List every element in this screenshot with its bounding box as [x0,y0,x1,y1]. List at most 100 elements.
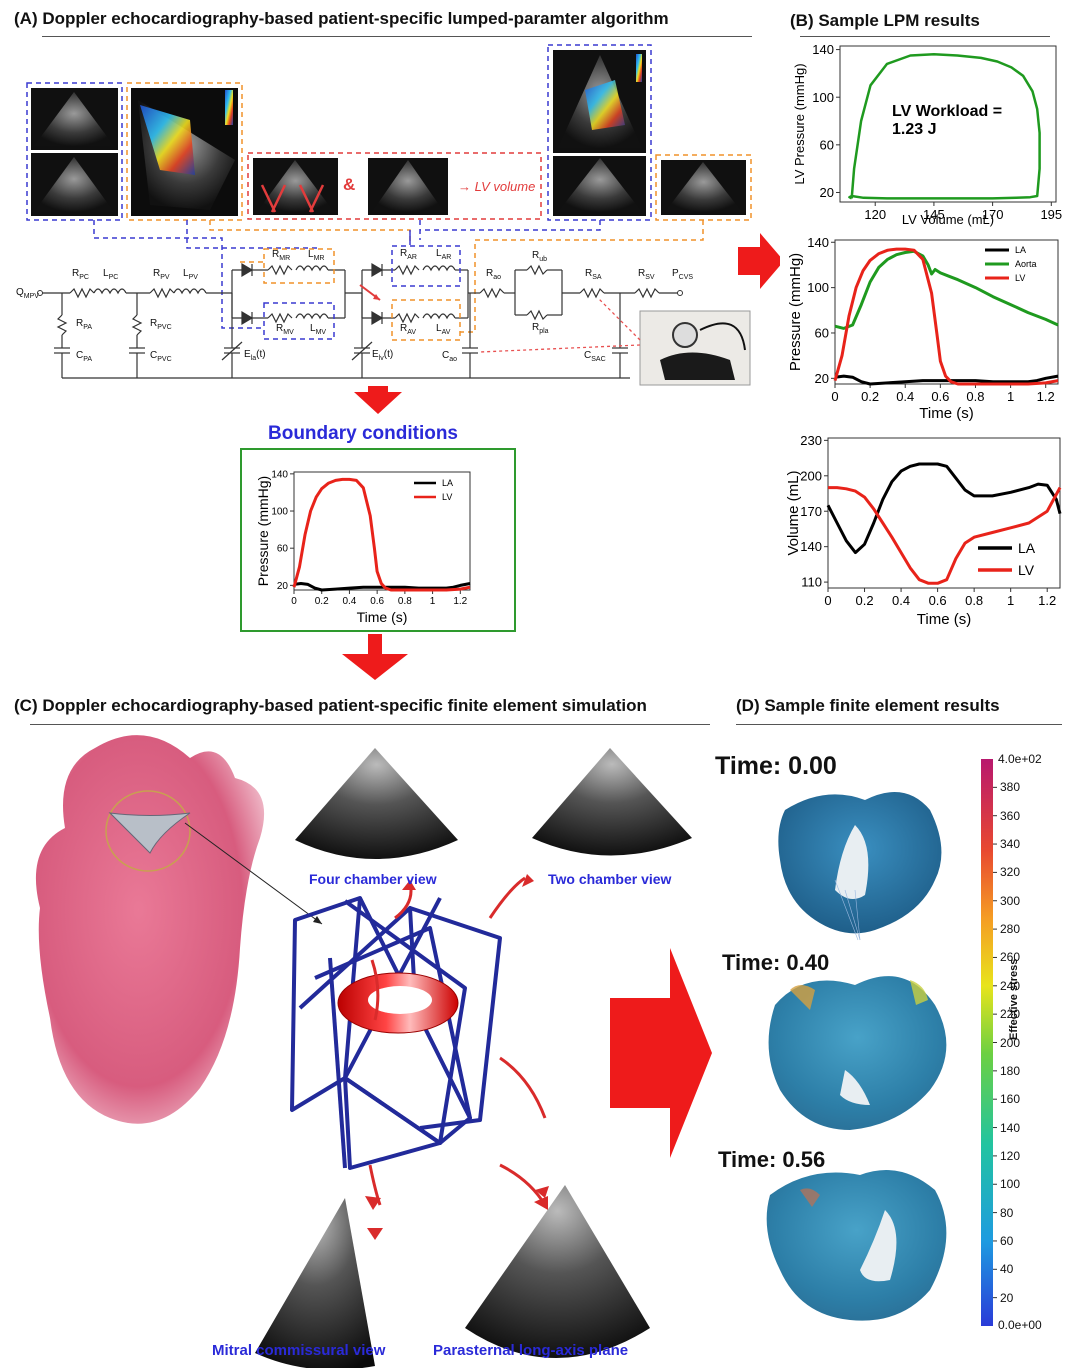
lbl-rmv: RMV [276,323,294,336]
x-tick-label: 0.6 [929,593,947,608]
lbl-rsv: RSV [638,268,655,281]
label-four-chamber: Four chamber view [309,871,437,887]
series-line-aorta [834,249,1059,330]
arrow-to-boundary [354,386,402,414]
plot-frame [834,239,1059,385]
x-tick-label: 1 [1007,389,1014,404]
lbl-elv: Elv(t) [372,349,394,362]
arrow-to-b [738,233,780,289]
panel-c-arrows-lower [365,1163,548,1210]
y-tick-label: 100 [807,280,829,295]
chart-annotation-value: 1.23 J [892,121,936,138]
x-tick-label: 195 [1040,207,1062,222]
x-tick-label: 0.8 [398,596,412,607]
colorbar-gradient [981,759,993,1326]
y-tick-label: 20 [815,371,829,386]
colorbar-tick-label: 160 [1000,1092,1021,1107]
echo-group-box-blue-2 [547,44,652,221]
colorbar-tick-label: 140 [1000,1120,1021,1135]
echo-two-chamber [532,748,692,856]
y-tick-label: 110 [801,575,822,590]
x-tick-label: 1 [1007,593,1014,608]
y-tick-label: 230 [800,433,822,448]
lbl-lpc: LPC [103,268,119,281]
panel-a-diagram: & → LV volume [26,44,780,414]
colorbar-tick-label: 380 [1000,780,1021,795]
panel-d-rule [736,724,1062,725]
x-tick-label: 0.2 [315,596,329,607]
lbl-pcvs: PCVS [672,268,694,281]
fe-model-t056 [766,1170,947,1321]
colorbar-tick-label: 180 [1000,1063,1021,1078]
lbl-cao: Cao [442,350,458,363]
y-tick-label: 140 [271,469,288,480]
time-label-1: Time: 0.40 [722,950,830,975]
arrow-to-c [342,634,408,680]
colorbar-tick-label: 340 [1000,837,1021,852]
lbl-qmpv: QMPV [16,287,39,300]
x-axis-label: Time (s) [357,609,408,625]
legend-label: LV [442,492,452,502]
legend-label: Aorta [1015,259,1037,269]
legend-label: LV [1018,562,1035,578]
time-label-0: Time: 0.00 [715,752,837,780]
y-tick-label: 20 [277,581,289,592]
series-line-loop [848,53,1041,200]
lbl-rpla: Rpla [532,322,549,335]
lbl-rub: Rub [532,250,548,263]
x-tick-label: 1.2 [1037,389,1055,404]
x-tick-label: 170 [982,207,1004,222]
x-tick-label: 120 [864,207,886,222]
x-tick-label: 0.2 [861,389,879,404]
lbl-cpvc: CPVC [150,350,172,363]
lbl-rao: Rao [486,268,502,281]
label-two-chamber: Two chamber view [548,871,672,887]
y-axis-label: Volume (mL) [785,470,802,555]
x-axis-label: LV Volume (mL) [902,212,994,227]
colorbar-tick-label: 60 [1000,1233,1014,1248]
lbl-rpa: RPA [76,318,93,331]
lbl-lpv: LPV [183,268,198,281]
x-tick-label: 0 [291,596,297,607]
panel-b-title: (B) Sample LPM results [790,11,980,30]
y-tick-label: 200 [800,468,822,483]
label-parasternal: Parasternal long-axis plane [433,1342,629,1359]
lbl-rmr: RMR [272,249,291,262]
x-axis-label: Time (s) [919,405,973,422]
echo-group-box-orange-1 [126,82,243,221]
series-line-la [826,462,1062,555]
lbl-lmr: LMR [308,249,325,262]
x-tick-label: 0.4 [892,593,910,608]
x-axis-label: Time (s) [917,611,971,628]
lbl-rpvc: RPVC [150,318,172,331]
plot-frame [839,45,1057,203]
echo-four-chamber [295,748,458,859]
legend-label: LA [442,478,453,488]
panel-b-rule [800,36,1050,37]
panel-c-rule [30,724,710,725]
lbl-lar: LAR [436,248,452,261]
label-mitral-commissural: Mitral commissural view [212,1342,386,1359]
x-tick-label: 0.2 [855,593,873,608]
panel-a-title: (A) Doppler echocardiography-based patie… [14,9,669,28]
x-tick-label: 1.2 [453,596,467,607]
legend-label: LV [1015,273,1025,283]
time-label-2: Time: 0.56 [718,1147,826,1172]
x-tick-label: 0 [831,389,838,404]
colorbar-title: Effective stress [1008,958,1020,1040]
y-tick-label: 140 [812,42,834,57]
fe-valve-models [766,792,947,1321]
colorbar-tick-label: 360 [1000,808,1021,823]
y-tick-label: 100 [812,90,834,105]
y-tick-label: 60 [277,544,289,555]
lv-volume-label: → LV volume [458,179,535,194]
lbl-lmv: LMV [310,323,327,336]
echo-group-box-red [247,152,542,220]
y-tick-label: 60 [820,137,834,152]
series-line-la [834,374,1059,386]
colorbar-tick-label: 280 [1000,922,1021,937]
